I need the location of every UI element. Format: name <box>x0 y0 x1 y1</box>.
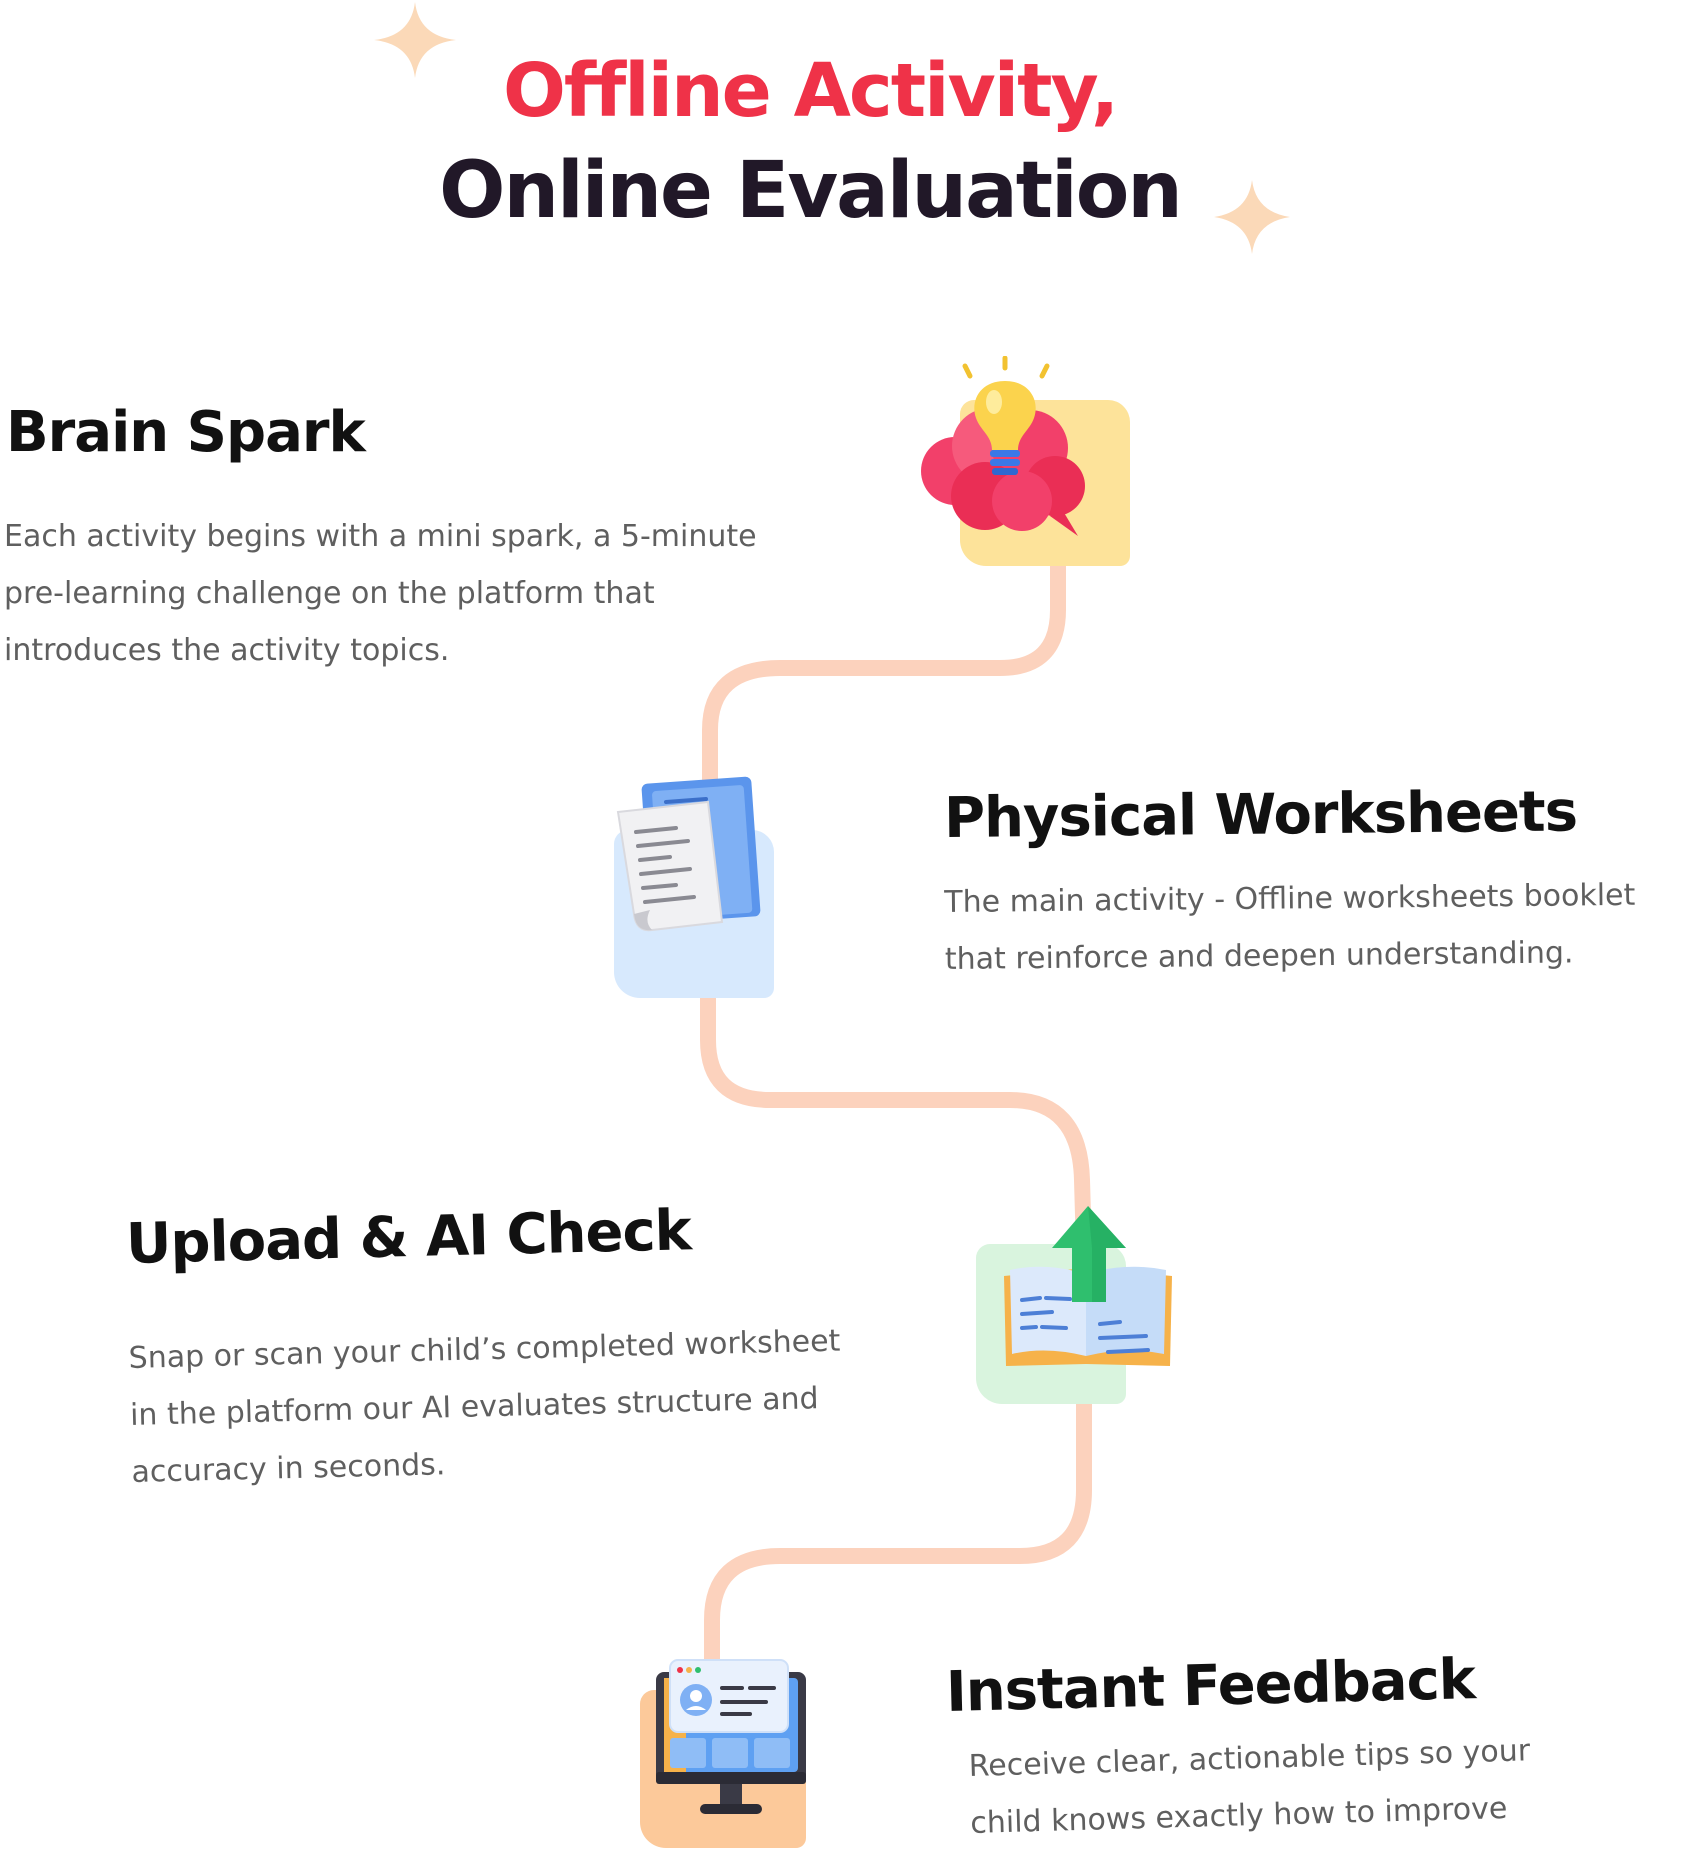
brain-lightbulb-icon <box>921 356 1085 536</box>
step-description-physical-worksheets: The main activity - Offline worksheets b… <box>944 867 1636 988</box>
description-line: The main activity - Offline worksheets b… <box>944 877 1636 920</box>
description-line: that reinforce and deepen understanding. <box>944 935 1574 977</box>
step-title-brain-spark: Brain Spark <box>6 400 366 465</box>
description-line: introduces the activity topics. <box>4 633 450 668</box>
sparkle-icon <box>1214 180 1290 254</box>
description-line: Each activity begins with a mini spark, … <box>4 519 757 554</box>
headline-line-1: Offline Activity, <box>502 48 1119 134</box>
upload-book-icon <box>1004 1206 1172 1366</box>
step-title-upload-ai-check: Upload & AI Check <box>125 1198 692 1277</box>
step-title-physical-worksheets: Physical Worksheets <box>943 779 1578 851</box>
monitor-dashboard-icon <box>656 1659 806 1814</box>
worksheet-documents-icon <box>616 776 761 932</box>
step-description-instant-feedback: Receive clear, actionable tips so your c… <box>968 1722 1532 1852</box>
step-title-instant-feedback: Instant Feedback <box>945 1647 1476 1725</box>
sparkle-icon <box>374 2 456 78</box>
step-description-brain-spark: Each activity begins with a mini spark, … <box>4 508 757 679</box>
headline-line-2: Online Evaluation <box>439 146 1183 236</box>
description-line: pre-learning challenge on the platform t… <box>4 576 655 611</box>
step-description-upload-ai-check: Snap or scan your child’s completed work… <box>128 1313 844 1501</box>
